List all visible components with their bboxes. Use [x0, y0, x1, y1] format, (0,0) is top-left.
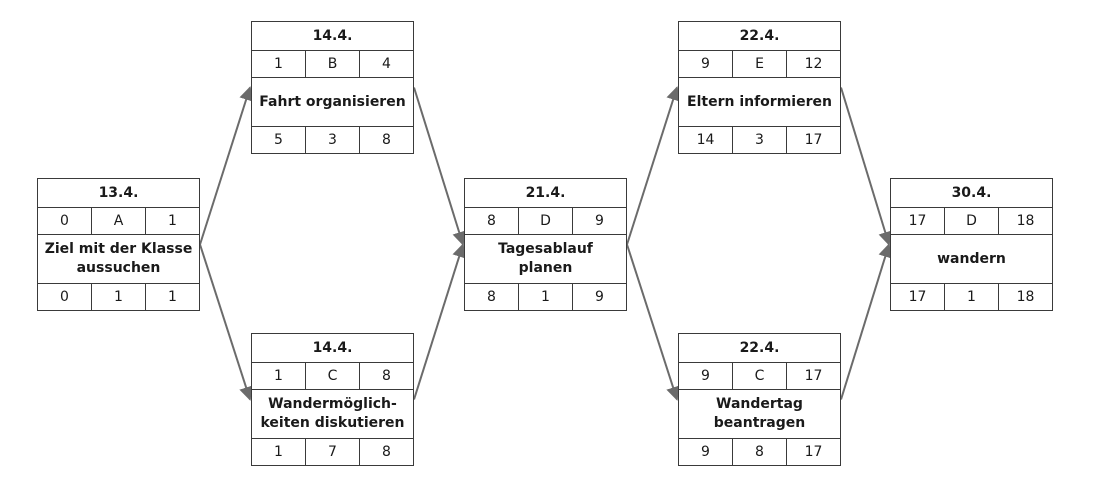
earliest-start: 8 — [487, 213, 496, 229]
latest-finish: 18 — [998, 284, 1052, 310]
activity-node-ziel-aussuchen: 13.4. 0 A 1 Ziel mit der Klasse aussuche… — [37, 178, 200, 311]
activity-name: Eltern informieren — [679, 77, 840, 126]
duration: 1 — [91, 284, 145, 310]
activity-letter: C — [732, 363, 786, 389]
node-top-row: 1 C 8 — [252, 362, 413, 389]
earliest-start: 0 — [60, 213, 69, 229]
earliest-start: 9 — [701, 56, 710, 72]
activity-node-eltern-informieren: 22.4. 9 E 12 Eltern informieren 14 3 17 — [678, 21, 841, 154]
activity-letter: E — [732, 51, 786, 77]
latest-finish: 9 — [572, 284, 626, 310]
arrow-n6-to-n7 — [840, 243, 892, 400]
duration: 1 — [518, 284, 572, 310]
latest-finish: 17 — [786, 127, 840, 153]
earliest-start: 1 — [274, 368, 283, 384]
activity-name: Ziel mit der Klasse aussuchen — [38, 234, 199, 283]
earliest-start: 9 — [701, 368, 710, 384]
activity-letter: D — [518, 208, 572, 234]
earliest-finish: 17 — [786, 363, 840, 389]
node-date: 13.4. — [98, 185, 139, 201]
activity-letter: C — [305, 363, 359, 389]
latest-start: 0 — [60, 289, 69, 305]
node-date: 22.4. — [739, 28, 780, 44]
earliest-finish: 8 — [359, 363, 413, 389]
arrow-n3-to-n4 — [413, 243, 466, 400]
activity-node-wandermoeglichkeiten: 14.4. 1 C 8 Wandermöglich-keiten diskuti… — [251, 333, 414, 466]
node-date: 14.4. — [312, 340, 353, 356]
earliest-start: 17 — [908, 213, 927, 229]
earliest-finish: 18 — [998, 208, 1052, 234]
duration: 1 — [944, 284, 998, 310]
activity-letter: A — [91, 208, 145, 234]
latest-finish: 17 — [786, 439, 840, 465]
earliest-finish: 1 — [145, 208, 199, 234]
node-top-row: 9 C 17 — [679, 362, 840, 389]
activity-name: Wandermöglich-keiten diskutieren — [252, 389, 413, 438]
arrow-n1-to-n3 — [199, 244, 253, 401]
earliest-finish: 12 — [786, 51, 840, 77]
duration: 3 — [305, 127, 359, 153]
node-top-row: 1 B 4 — [252, 50, 413, 77]
latest-start: 1 — [274, 444, 283, 460]
latest-start: 9 — [701, 444, 710, 460]
node-bottom-row: 5 3 8 — [252, 126, 413, 153]
latest-start: 5 — [274, 132, 283, 148]
node-date: 22.4. — [739, 340, 780, 356]
node-bottom-row: 9 8 17 — [679, 438, 840, 465]
node-bottom-row: 17 1 18 — [891, 283, 1052, 310]
latest-finish: 8 — [359, 439, 413, 465]
earliest-finish: 4 — [359, 51, 413, 77]
node-top-row: 17 D 18 — [891, 207, 1052, 234]
latest-start: 14 — [696, 132, 715, 148]
activity-name: Tagesablauf planen — [465, 234, 626, 283]
node-bottom-row: 8 1 9 — [465, 283, 626, 310]
node-date: 14.4. — [312, 28, 353, 44]
activity-node-wandertag-beantragen: 22.4. 9 C 17 Wandertag beantragen 9 8 17 — [678, 333, 841, 466]
arrow-n1-to-n2 — [199, 86, 253, 245]
arrow-n5-to-n7 — [840, 87, 893, 246]
activity-name: Wandertag beantragen — [679, 389, 840, 438]
activity-name: wandern — [891, 234, 1052, 283]
activity-node-fahrt-organisieren: 14.4. 1 B 4 Fahrt organisieren 5 3 8 — [251, 21, 414, 154]
node-top-row: 8 D 9 — [465, 207, 626, 234]
activity-letter: B — [305, 51, 359, 77]
activity-node-wandern: 30.4. 17 D 18 wandern 17 1 18 — [890, 178, 1053, 311]
latest-start: 8 — [487, 289, 496, 305]
node-bottom-row: 14 3 17 — [679, 126, 840, 153]
node-top-row: 9 E 12 — [679, 50, 840, 77]
latest-finish: 1 — [145, 284, 199, 310]
node-bottom-row: 0 1 1 — [38, 283, 199, 310]
duration: 8 — [732, 439, 786, 465]
latest-start: 17 — [908, 289, 927, 305]
latest-finish: 8 — [359, 127, 413, 153]
earliest-finish: 9 — [572, 208, 626, 234]
activity-name: Fahrt organisieren — [252, 77, 413, 126]
earliest-start: 1 — [274, 56, 283, 72]
arrow-n4-to-n6 — [626, 244, 680, 401]
node-date: 30.4. — [951, 185, 992, 201]
duration: 3 — [732, 127, 786, 153]
arrow-n2-to-n4 — [413, 87, 466, 246]
node-date: 21.4. — [525, 185, 566, 201]
node-bottom-row: 1 7 8 — [252, 438, 413, 465]
node-top-row: 0 A 1 — [38, 207, 199, 234]
activity-letter: D — [944, 208, 998, 234]
duration: 7 — [305, 439, 359, 465]
activity-node-tagesablauf-planen: 21.4. 8 D 9 Tagesablauf planen 8 1 9 — [464, 178, 627, 311]
arrow-n4-to-n5 — [626, 86, 680, 245]
